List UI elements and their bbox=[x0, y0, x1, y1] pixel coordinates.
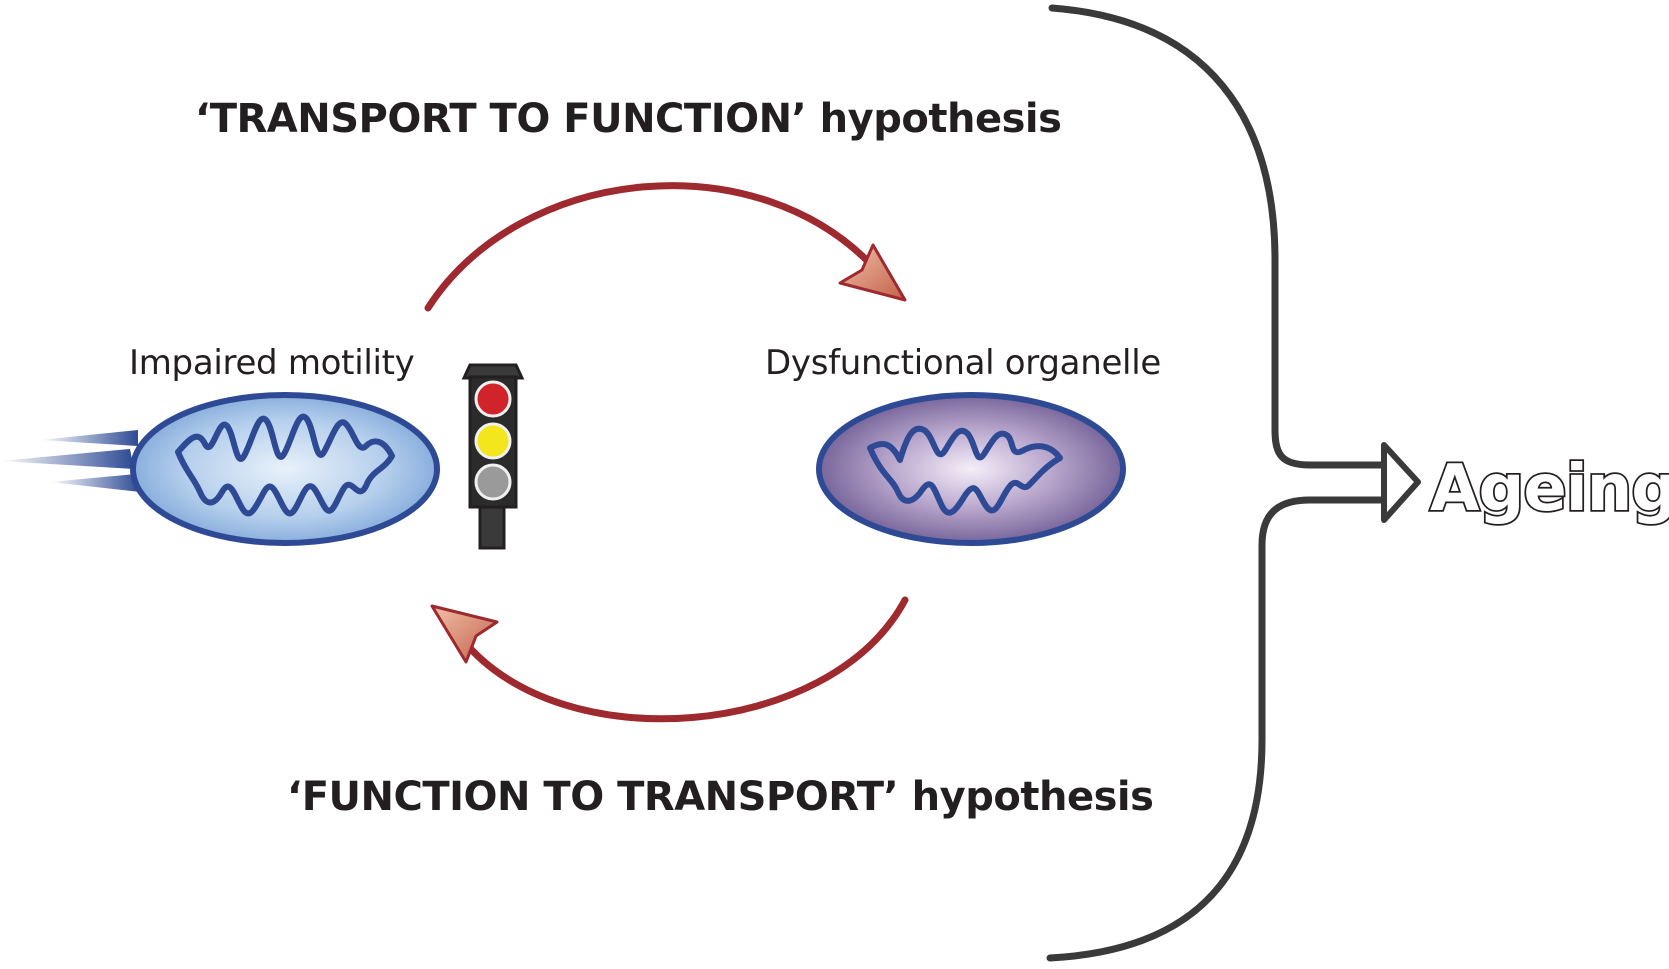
cristae-dysfunctional bbox=[867, 425, 1063, 516]
grey-lamp bbox=[474, 463, 512, 501]
red-lamp bbox=[474, 380, 512, 418]
arrowhead-lower bbox=[430, 604, 499, 664]
cristae-healthy bbox=[175, 413, 395, 517]
arrow-transport-to-function bbox=[424, 182, 907, 312]
arrow-function-to-transport bbox=[430, 596, 909, 723]
mitochondrion-dysfunctional bbox=[816, 392, 1126, 546]
motion-streaks bbox=[0, 430, 140, 492]
arrowhead-upper bbox=[838, 243, 907, 302]
dysfunctional-organelle-label: Dysfunctional organelle bbox=[765, 343, 1161, 383]
ageing-arrowhead bbox=[1381, 442, 1421, 523]
brace-to-ageing bbox=[1046, 4, 1421, 962]
mitochondrion-impaired-motility bbox=[130, 392, 440, 546]
transport-to-function-heading: ‘TRANSPORT TO FUNCTION’ hypothesis bbox=[195, 96, 1062, 142]
function-to-transport-heading: ‘FUNCTION TO TRANSPORT’ hypothesis bbox=[287, 774, 1154, 820]
ageing-label: Ageing bbox=[1428, 452, 1669, 526]
impaired-motility-label: Impaired motility bbox=[129, 343, 415, 383]
traffic-light-icon bbox=[461, 363, 525, 550]
yellow-lamp bbox=[474, 422, 512, 460]
